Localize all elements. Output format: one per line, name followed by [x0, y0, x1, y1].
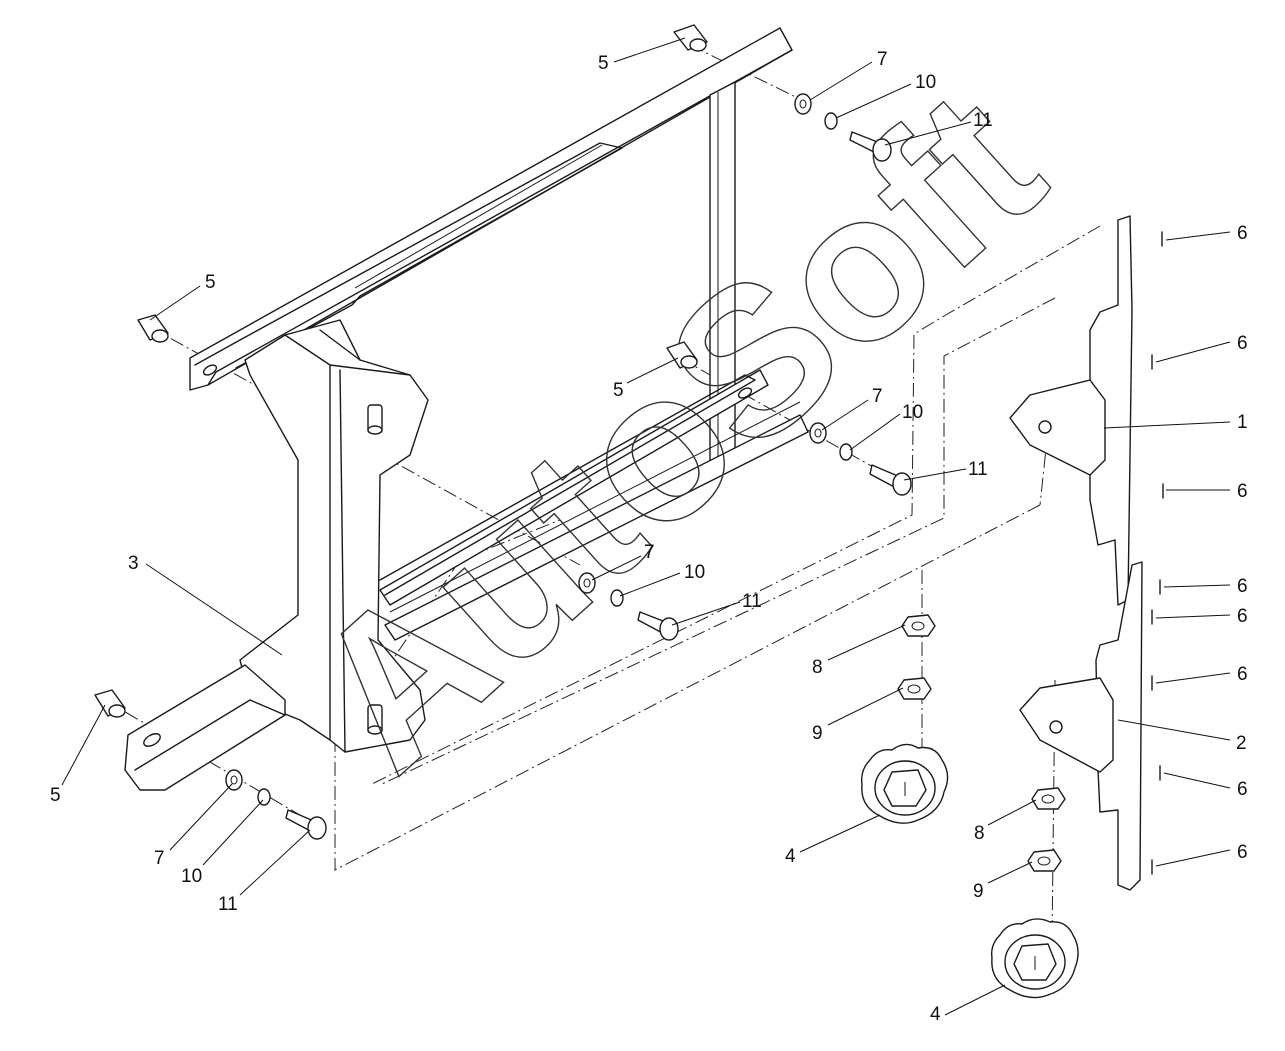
callout-1: 1	[1237, 412, 1248, 433]
callout-10: 10	[684, 562, 705, 583]
callout-labels: 5 7 10 11 5 5 7 10 11 7 10 11 3 5 7 10 1…	[50, 49, 1248, 1025]
column-stud-lower	[367, 704, 383, 735]
pins-6	[1151, 231, 1164, 875]
callout-7: 7	[872, 386, 883, 407]
bushing-5-top	[673, 24, 708, 52]
callout-5: 5	[613, 380, 624, 401]
callout-6: 6	[1237, 664, 1248, 685]
nut-9-lower	[1027, 849, 1062, 872]
callout-10: 10	[902, 402, 923, 423]
bushing-5-bottom	[94, 689, 126, 718]
callout-3: 3	[128, 553, 139, 574]
callout-10: 10	[181, 866, 202, 887]
callout-6: 6	[1237, 842, 1248, 863]
callout-5: 5	[50, 785, 61, 806]
callout-4: 4	[930, 1004, 941, 1025]
callout-6: 6	[1237, 333, 1248, 354]
fastener-set-center	[578, 572, 679, 641]
callout-11: 11	[742, 591, 762, 612]
callout-11: 11	[973, 110, 993, 131]
bushing-5-left	[137, 314, 169, 343]
callout-9: 9	[973, 881, 984, 902]
callout-8: 8	[812, 657, 823, 678]
fastener-set-bottom	[225, 769, 327, 840]
plate-2	[1019, 561, 1143, 891]
column-stud-upper	[367, 404, 383, 435]
callout-5: 5	[205, 272, 216, 293]
nut-8-upper	[901, 614, 936, 637]
plate-1	[1009, 215, 1133, 606]
callout-7: 7	[877, 49, 888, 70]
bushing-5-mid	[666, 341, 698, 369]
knob-4-upper	[860, 743, 949, 824]
callout-2: 2	[1236, 733, 1247, 754]
fastener-set-mid	[809, 422, 912, 496]
callout-6: 6	[1237, 223, 1248, 244]
callout-5: 5	[598, 53, 609, 74]
callout-6: 6	[1237, 576, 1248, 597]
callout-11: 11	[218, 894, 238, 915]
callout-8: 8	[974, 823, 985, 844]
leader-lines	[61, 37, 1231, 1016]
frame-bracket	[124, 27, 809, 791]
knob-4-lower	[990, 918, 1079, 999]
nut-9-upper	[897, 677, 932, 700]
callout-9: 9	[812, 723, 823, 744]
callout-7: 7	[644, 542, 655, 563]
callout-6: 6	[1237, 779, 1248, 800]
callout-11: 11	[968, 459, 988, 480]
callout-6: 6	[1237, 481, 1248, 502]
callout-6: 6	[1237, 606, 1248, 627]
callout-4: 4	[785, 846, 796, 867]
fastener-set-top	[794, 93, 892, 162]
callout-7: 7	[154, 848, 165, 869]
nut-8-lower	[1031, 787, 1066, 810]
callout-10: 10	[915, 72, 936, 93]
